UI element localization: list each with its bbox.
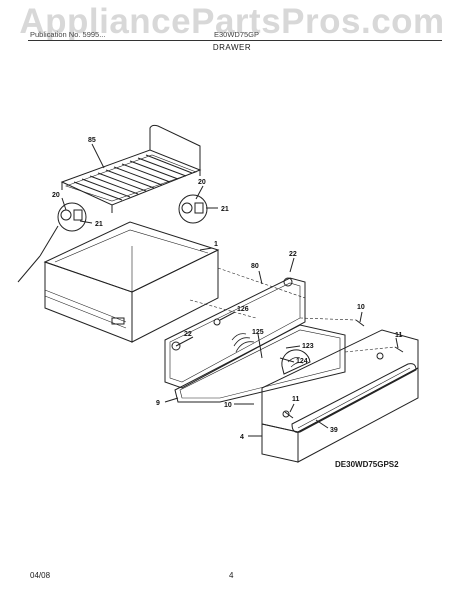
watermark: AppliancePartsPros.com [19,2,445,41]
callout-10-top: 10 [357,304,365,311]
callout-22-left: 22 [184,331,192,338]
callout-11-bottom: 11 [292,396,300,403]
glide-detail-right [178,194,208,224]
glide-detail-left [17,202,87,283]
callout-126: 126 [237,306,249,313]
drawer-box-part [43,221,220,343]
callout-9: 9 [156,400,160,407]
callout-10-bottom: 10 [224,402,232,409]
callout-22-top: 22 [289,251,297,258]
handle-part [291,363,417,433]
callout-85: 85 [88,137,96,144]
callout-20-right: 20 [198,179,206,186]
model-number: E30WD75GP [214,30,260,39]
rack-part [60,124,202,213]
page-number: 4 [229,571,234,580]
callout-124: 124 [296,358,308,365]
front-panel-part [261,329,419,463]
callout-21-right: 21 [221,206,229,213]
callout-21-left: 21 [95,221,103,228]
callout-80: 80 [251,263,259,270]
callout-11-top: 11 [395,332,403,339]
callout-20-left: 20 [52,192,60,199]
header-rule [28,40,442,41]
callout-39: 39 [330,427,338,434]
footer-date: 04/08 [30,571,51,580]
page-title: DRAWER [212,43,252,52]
callout-1: 1 [214,241,218,248]
diagram-code: DE30WD75GPS2 [335,460,399,469]
callout-123: 123 [302,343,314,350]
publication-number: Publication No. 5995... [30,30,106,39]
callout-4: 4 [240,434,244,441]
inner-panel-part [174,324,346,403]
callout-125: 125 [252,329,264,336]
